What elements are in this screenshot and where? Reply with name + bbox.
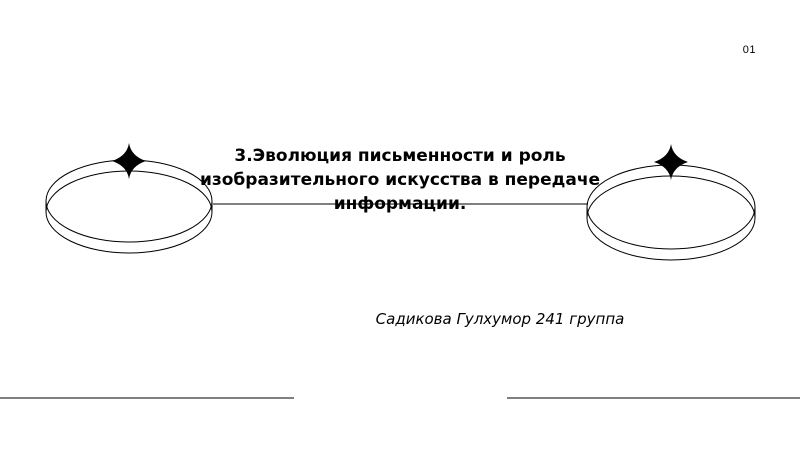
- right-star-icon: [654, 144, 688, 180]
- left-star-icon: [112, 143, 146, 179]
- slide-title: 3.Эволюция письменности и роль изобразит…: [199, 146, 601, 214]
- author-caption: Садикова Гулхумор 241 группа: [375, 310, 625, 328]
- page-number: 01: [742, 44, 756, 56]
